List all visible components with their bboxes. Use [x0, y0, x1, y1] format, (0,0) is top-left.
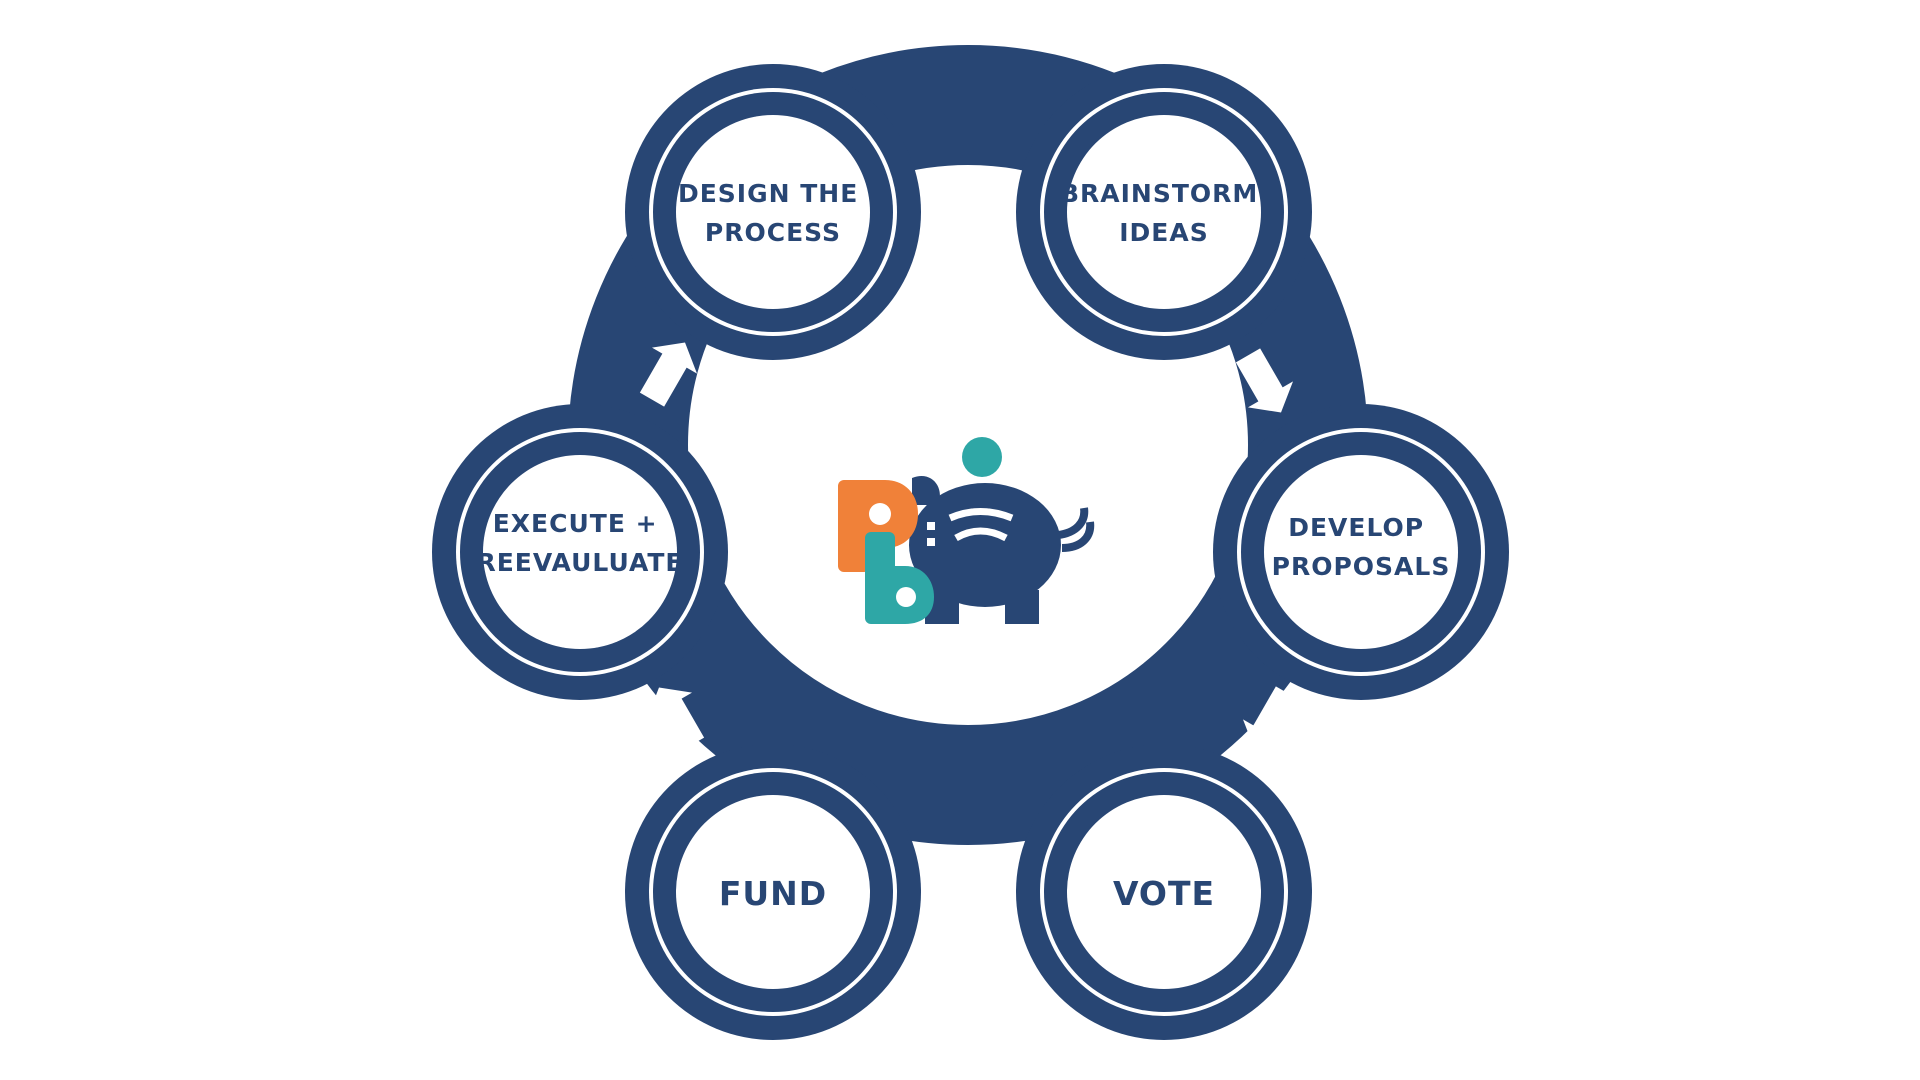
step-node-face — [1067, 115, 1261, 309]
step-label: BRAINSTORM IDEAS — [1060, 179, 1268, 247]
piggy-body — [909, 483, 1061, 607]
step-label: DEVELOP PROPOSALS — [1272, 513, 1451, 581]
step-node-face — [1067, 795, 1261, 989]
piggy-leg — [1005, 590, 1039, 624]
step-label-line: VOTE — [1113, 874, 1215, 913]
flow-arrow-down-right-icon — [1235, 348, 1294, 413]
piggy-snout — [1057, 507, 1095, 552]
flow-arrow-down-left-icon — [1242, 686, 1301, 751]
flow-arrow-left-icon — [942, 866, 1008, 918]
piggy-coin-slot — [948, 508, 1014, 522]
piggy-coin-slot — [954, 527, 1008, 542]
flow-arrow-up-left-icon — [646, 687, 705, 752]
step-label-line: REEVAULUATE — [476, 548, 683, 577]
step-node-fund: FUND — [625, 744, 921, 1040]
step-label: VOTE — [1113, 874, 1215, 913]
pb-piggy-bank-logo-icon — [838, 437, 1095, 624]
step-label-line: DESIGN THE — [678, 179, 858, 208]
step-label-line: PROPOSALS — [1272, 552, 1451, 581]
piggy-ear — [912, 476, 940, 505]
step-label-line: IDEAS — [1119, 218, 1209, 247]
step-label-line: PROCESS — [705, 218, 841, 247]
piggy-dot — [927, 538, 935, 546]
step-label-line: EXECUTE + — [493, 509, 658, 538]
step-node-brainstorm: BRAINSTORM IDEAS — [1016, 64, 1312, 360]
step-node-face — [1264, 455, 1458, 649]
step-label-line: DEVELOP — [1288, 513, 1424, 542]
piggy-dot — [927, 522, 935, 530]
step-node-face — [483, 455, 677, 649]
letter-p-shape — [838, 480, 918, 572]
coin-icon — [962, 437, 1002, 477]
step-node-develop: DEVELOP PROPOSALS — [1213, 404, 1509, 700]
step-node-execute: EXECUTE + REEVAULUATE — [432, 404, 728, 700]
step-label-line: FUND — [719, 874, 827, 913]
letter-b-shape — [865, 532, 934, 624]
step-node-face — [676, 115, 870, 309]
step-label: DESIGN THE PROCESS — [678, 179, 868, 247]
step-label-line: BRAINSTORM — [1060, 179, 1258, 208]
step-node-vote: VOTE — [1016, 744, 1312, 1040]
flow-arrow-up-right-icon — [639, 342, 698, 407]
step-node-face — [676, 795, 870, 989]
flow-arrow-right-icon — [928, 186, 994, 238]
step-node-design: DESIGN THE PROCESS — [625, 64, 921, 360]
step-label: FUND — [719, 874, 827, 913]
step-label: EXECUTE + REEVAULUATE — [476, 509, 683, 577]
